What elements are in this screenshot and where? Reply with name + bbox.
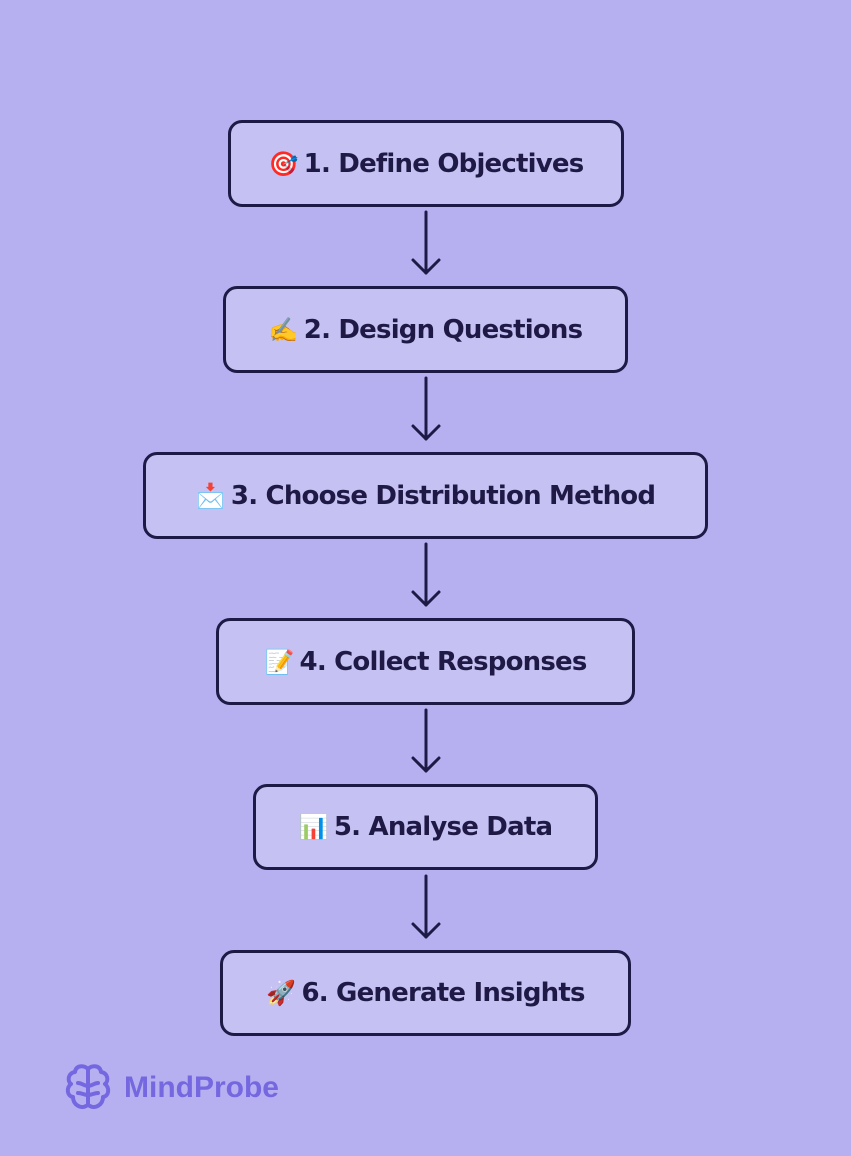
step-label: 4. Collect Responses bbox=[299, 646, 588, 677]
step-define-objectives: 🎯 1. Define Objectives bbox=[228, 120, 624, 207]
envelope-icon: 📩 bbox=[195, 481, 226, 510]
step-label: 3. Choose Distribution Method bbox=[230, 480, 656, 511]
step-choose-distribution-method: 📩 3. Choose Distribution Method bbox=[143, 452, 708, 539]
writing-hand-icon: ✍️ bbox=[268, 315, 299, 344]
rocket-icon: 🚀 bbox=[266, 979, 296, 1007]
step-generate-insights: 🚀 6. Generate Insights bbox=[220, 950, 631, 1036]
arrow-1-2 bbox=[411, 210, 441, 275]
arrow-4-5 bbox=[411, 708, 441, 773]
brand-logo: MindProbe bbox=[64, 1063, 279, 1113]
target-icon: 🎯 bbox=[268, 149, 299, 178]
brand-name: MindProbe bbox=[124, 1071, 279, 1104]
arrow-2-3 bbox=[411, 376, 441, 441]
memo-icon: 📝 bbox=[264, 647, 294, 676]
step-analyse-data: 📊 5. Analyse Data bbox=[253, 784, 598, 870]
step-label: 6. Generate Insights bbox=[301, 978, 585, 1008]
arrow-5-6 bbox=[411, 874, 441, 939]
step-collect-responses: 📝 4. Collect Responses bbox=[216, 618, 635, 705]
bar-chart-icon: 📊 bbox=[298, 813, 329, 841]
brain-icon bbox=[65, 1064, 111, 1109]
step-label: 5. Analyse Data bbox=[333, 812, 553, 842]
step-label: 2. Design Questions bbox=[303, 314, 583, 345]
step-design-questions: ✍️ 2. Design Questions bbox=[223, 286, 628, 373]
step-label: 1. Define Objectives bbox=[303, 148, 585, 179]
arrow-3-4 bbox=[411, 542, 441, 607]
